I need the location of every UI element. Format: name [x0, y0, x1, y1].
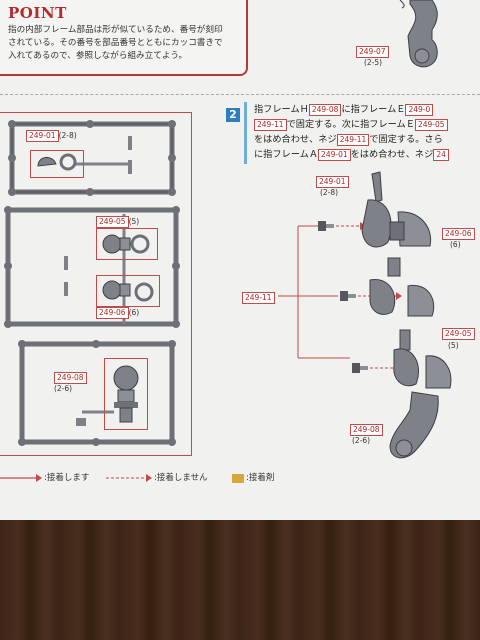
label-249-07-sub: (2-5) [364, 58, 383, 67]
runner-3-highlight [104, 358, 148, 430]
legend-solid: :接着します [44, 473, 90, 483]
step-number-badge: 2 [226, 108, 240, 122]
label-249-06: 249-06(6) [96, 307, 139, 319]
diagram-label-249-05: 249-05 [442, 328, 475, 340]
instruction-page: POINT 指の内部フレーム部品は形が似ているため、番号が刻印 されている。その… [0, 0, 480, 522]
runner-2a-highlight [96, 228, 158, 260]
wooden-table [0, 520, 480, 640]
diagram-label-249-08-sub: (2-6) [352, 436, 371, 445]
part-249-07-drawing [399, 0, 438, 68]
runner-frame-1 [8, 120, 176, 196]
legend-glue: :接着剤 [246, 473, 275, 483]
dashed-arrow-icon [106, 474, 152, 482]
runner-frame-3 [18, 340, 176, 446]
solid-arrow-icon [0, 474, 42, 482]
label-249-08-sub: (2-6) [54, 384, 73, 393]
screw-2 [340, 291, 356, 301]
step-bar [244, 102, 247, 164]
diagram-label-249-06: 249-06 [442, 228, 475, 240]
glue-swatch-icon [232, 474, 244, 483]
runner-2b-highlight [96, 275, 160, 307]
diagram-label-249-08: 249-08 [350, 424, 383, 436]
label-249-08: 249-08 [54, 372, 87, 384]
diagram-label-249-01-sub: (2-8) [320, 188, 339, 197]
runner-1-highlight [30, 150, 84, 178]
dashed-separator [0, 94, 480, 95]
point-text: 指の内部フレーム部品は形が似ているため、番号が刻印 されている。その番号を部品番… [8, 25, 223, 61]
diagram-label-249-01: 249-01 [316, 176, 349, 188]
legend-dashed: :接着しません [154, 473, 208, 483]
assembly-diagram [278, 171, 452, 459]
diagram-label-249-06-sub: (6) [450, 240, 461, 249]
screw-1 [318, 221, 334, 231]
runner-outline [0, 112, 192, 456]
screw-3 [352, 363, 368, 373]
diagram-label-249-11: 249-11 [242, 292, 275, 304]
runner-frame-2 [4, 206, 180, 328]
label-249-05: 249-05(5) [96, 216, 139, 228]
label-249-07: 249-07 [356, 46, 389, 58]
point-box: POINT 指の内部フレーム部品は形が似ているため、番号が刻印 されている。その… [0, 0, 248, 76]
point-title: POINT [8, 4, 67, 22]
label-249-01: 249-01(2-8) [26, 130, 77, 142]
diagram-label-249-05-sub: (5) [448, 341, 459, 350]
legend: :接着します :接着しません :接着剤 [0, 470, 480, 486]
